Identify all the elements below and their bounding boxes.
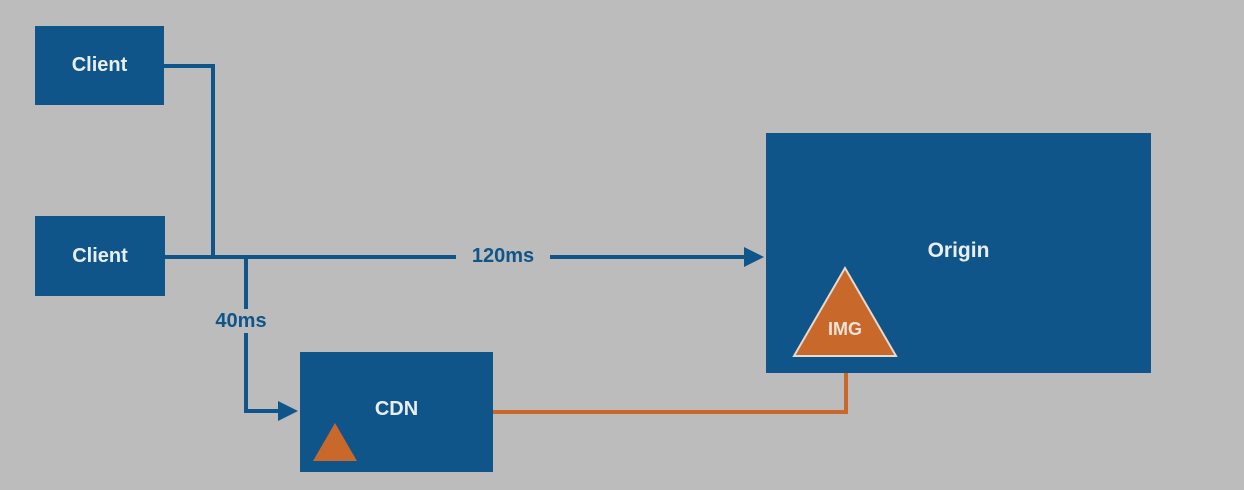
cdn-arrowhead <box>278 401 298 421</box>
client-top-connector <box>164 64 215 257</box>
img-asset-label: IMG <box>828 319 862 339</box>
origin-img-asset-triangle <box>792 266 898 357</box>
client-bottom-label: Client <box>72 244 128 267</box>
origin-label: Origin <box>927 239 990 262</box>
client-cdn-connector <box>244 257 282 413</box>
latency-label-120ms: 120ms <box>456 244 550 268</box>
client-node-bottom: Client <box>35 216 165 296</box>
latency-label-40ms: 40ms <box>204 309 278 333</box>
cdn-label: CDN <box>374 398 419 420</box>
client-node-top: Client <box>35 26 164 105</box>
client-top-label: Client <box>71 54 128 76</box>
cdn-origin-asset-connector <box>493 356 848 414</box>
origin-arrowhead <box>744 247 764 267</box>
cdn-cached-asset-triangle <box>313 423 357 461</box>
